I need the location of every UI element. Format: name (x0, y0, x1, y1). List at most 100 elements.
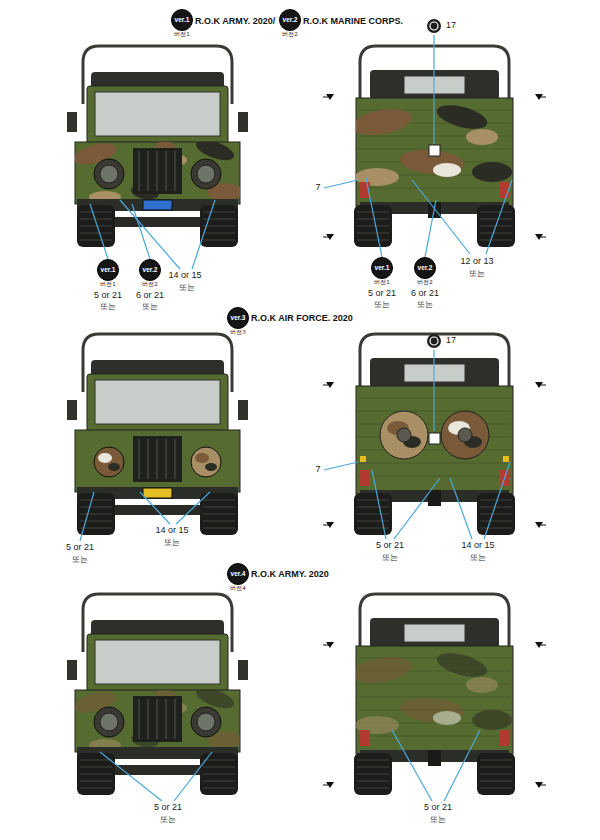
tire-tread (357, 766, 389, 767)
marker-triangle (326, 94, 334, 100)
camo-patch (472, 710, 512, 730)
truck-rear-view (350, 594, 515, 795)
version-title: R.O.K ARMY. 2020/ (194, 17, 276, 27)
version-badge-text: ver.1 (175, 17, 190, 24)
tire-tread (480, 239, 512, 240)
leader-line (484, 462, 510, 539)
leader-line (174, 752, 212, 801)
version-badge-subtext: 버전2 (278, 31, 302, 38)
grille (133, 148, 182, 194)
or-note: 또는 (163, 539, 181, 548)
tire-tread (203, 766, 235, 767)
mirror (67, 112, 77, 132)
tire (200, 493, 238, 535)
grille-bar (174, 151, 176, 191)
tire (354, 493, 392, 535)
version-badge: ver.2버전2 (138, 259, 162, 288)
tire-tread (480, 513, 512, 514)
version-badge-subtext: 버전1 (370, 279, 394, 286)
tail-light (499, 182, 509, 198)
spare-wheel (380, 411, 428, 459)
leader-line (372, 470, 386, 539)
tire-tread (203, 232, 235, 233)
leader-line (100, 752, 162, 801)
tire-tread (203, 787, 235, 788)
tire-tread (357, 780, 389, 781)
or-note: 또는 (469, 554, 487, 563)
tail-light (360, 470, 370, 486)
tire-tread (480, 506, 512, 507)
tail-light (360, 730, 370, 746)
tire-tread (80, 780, 112, 781)
marker-triangle (326, 522, 334, 528)
callout-number: 17 (445, 336, 457, 346)
version-badge-subtext: 버전3 (226, 329, 250, 336)
tire-tread (203, 759, 235, 760)
callout-number: 5 or 21 (423, 803, 453, 813)
leader-line (80, 492, 94, 541)
camouflage (356, 649, 512, 734)
leader-line (324, 462, 358, 470)
marker-triangle (535, 234, 543, 240)
tire-tread (357, 787, 389, 788)
leader-line (433, 350, 434, 431)
tire-tread (203, 218, 235, 219)
tire-tread (80, 766, 112, 767)
tow-hitch (428, 750, 441, 766)
leader-line (90, 204, 108, 259)
tire-tread (80, 773, 112, 774)
camo-patch (433, 711, 461, 725)
tire-tread (80, 225, 112, 226)
canvas-roof (370, 618, 499, 648)
marker-triangle (535, 782, 543, 788)
callout-number: 17 (445, 21, 457, 31)
tire-tread (80, 239, 112, 240)
version-badge-text: ver.1 (101, 267, 116, 274)
bed-slat (358, 696, 511, 697)
camo-patch (466, 677, 498, 693)
badge-circle: ver.4 (227, 563, 249, 585)
truck-front-view (67, 334, 248, 535)
number-plate (143, 488, 172, 498)
headlight (94, 707, 124, 737)
version-badge: ver.1 버전1 (96, 259, 120, 288)
marker-triangle (326, 782, 334, 788)
leader-line (192, 200, 215, 269)
mirror (67, 400, 77, 420)
decal-icon (427, 19, 441, 33)
grille (133, 436, 182, 482)
leader-line (450, 478, 472, 539)
leader-lines (80, 35, 512, 801)
axle (115, 217, 200, 227)
decal-square (429, 145, 440, 156)
tire-tread (80, 232, 112, 233)
headlight (191, 159, 221, 189)
tire (477, 753, 515, 795)
marker-light (503, 456, 509, 462)
grille-bar (138, 699, 140, 739)
camouflage (75, 690, 240, 751)
tire-tread (357, 232, 389, 233)
headlight (191, 707, 221, 737)
windshield-frame (87, 634, 228, 696)
tire-tread (203, 513, 235, 514)
camo-patch (108, 463, 120, 471)
tire-tread (80, 211, 112, 212)
camo-patch (433, 163, 461, 177)
badge-circle: ver.1 (97, 259, 119, 281)
version-badge: ver.2버전2 (278, 9, 302, 38)
or-note: 또는 (99, 303, 117, 312)
version-badge: ver.1버전1 (370, 257, 394, 286)
version-badge-subtext: 버전1 (96, 281, 120, 288)
tire-tread (480, 766, 512, 767)
headlight-lens (100, 713, 118, 731)
marker-triangle (535, 382, 543, 388)
callout-number: 5 or 21 (65, 543, 95, 553)
tire-tread (480, 759, 512, 760)
camo-patch (205, 463, 217, 471)
grille-bar (174, 439, 176, 479)
leader-line (412, 180, 470, 254)
tire-tread (80, 218, 112, 219)
decal-icon-ring (430, 337, 438, 345)
